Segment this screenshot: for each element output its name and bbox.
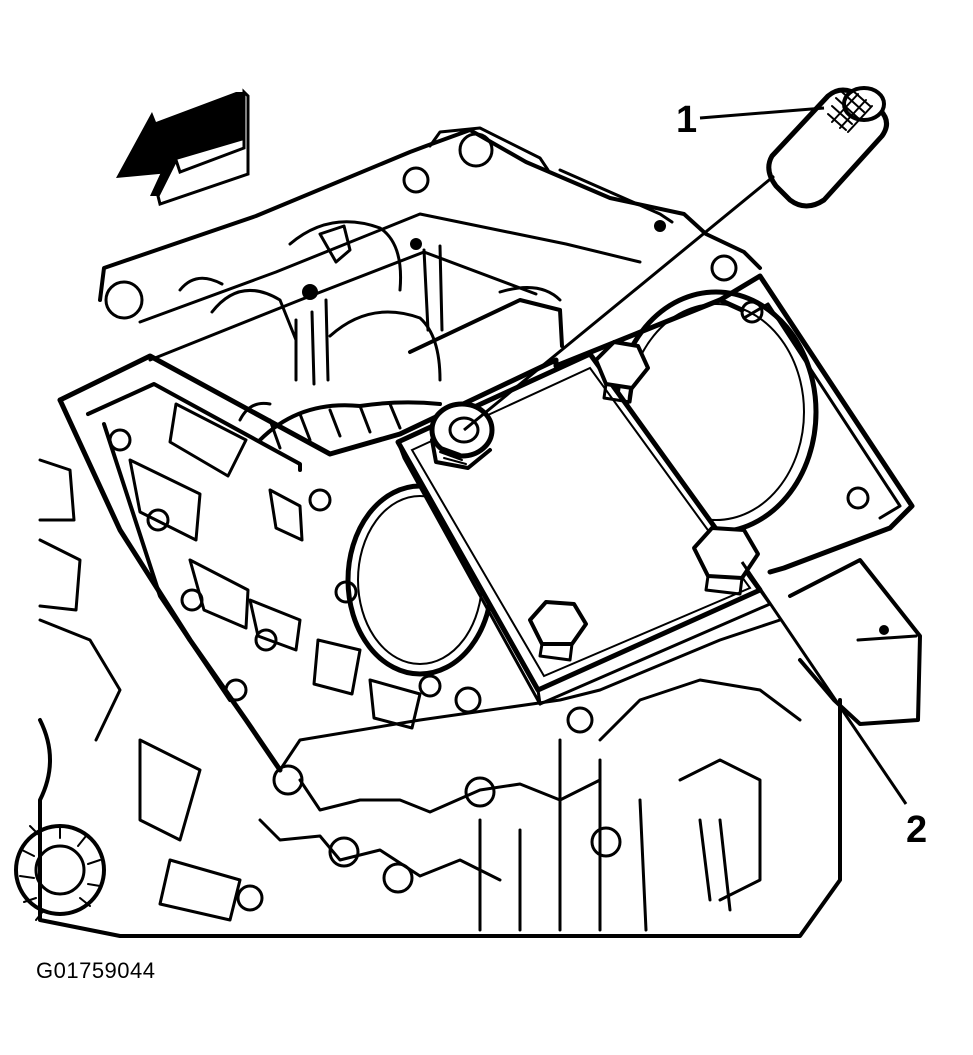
tool-pin [766, 86, 889, 209]
callout-number-2: 2 [906, 809, 927, 851]
figure-id-label: G01759044 [36, 958, 156, 983]
bolt [528, 340, 760, 662]
direction-arrow-icon [116, 88, 250, 206]
callout-number-1: 1 [676, 99, 697, 141]
callout-leader-1 [463, 106, 825, 432]
callout-leader-2 [740, 561, 908, 805]
engine-block [14, 126, 922, 938]
